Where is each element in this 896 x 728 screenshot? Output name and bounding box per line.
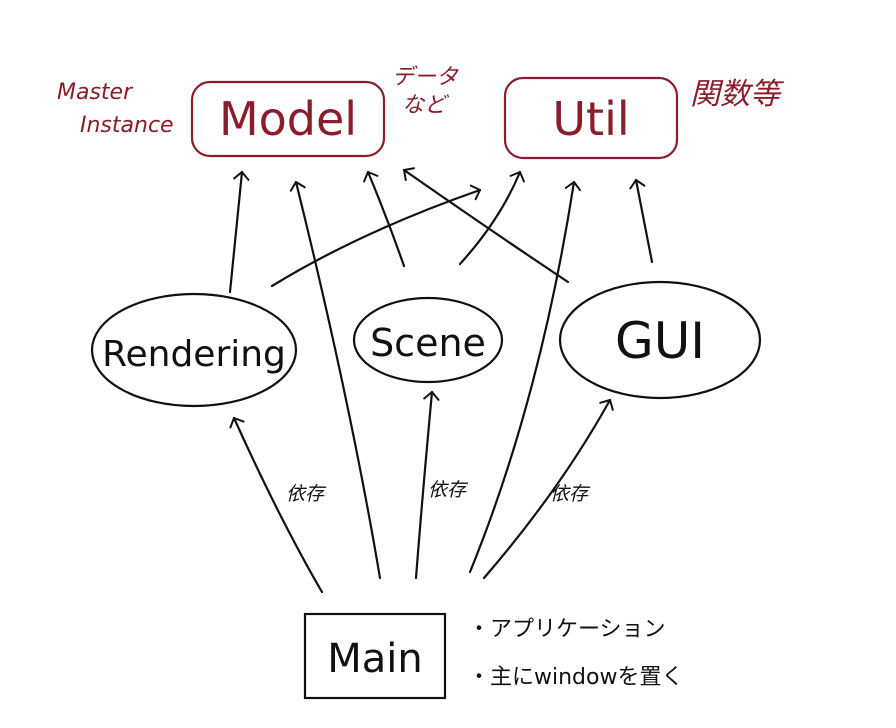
main-note-application: ・アプリケーション (468, 617, 666, 642)
model-node: Model (190, 80, 386, 158)
util-box (503, 76, 679, 160)
main-label: Main (327, 636, 423, 682)
arrows-upper (228, 167, 654, 294)
data-annotation-line1: データ (392, 65, 459, 90)
edge-label-middle: 依存 (428, 479, 469, 501)
arrow-rendering-to-util (270, 184, 482, 288)
gui-node: GUI (558, 280, 762, 400)
arrow-rendering-to-model (228, 170, 250, 294)
scene-node: Scene (352, 296, 504, 384)
main-node: Main (303, 612, 447, 700)
arrow-main-to-util (468, 180, 581, 574)
main-box (303, 612, 447, 700)
edge-label-left: 依存 (286, 483, 327, 505)
arrow-main-to-model (289, 180, 382, 580)
rendering-node: Rendering (90, 292, 298, 408)
gui-label: GUI (615, 312, 705, 370)
arrow-gui-to-util (629, 178, 654, 264)
rendering-ellipse (90, 292, 298, 408)
model-label: Model (219, 92, 357, 146)
master-annotation: Master (57, 80, 134, 105)
arrow-main-to-gui (482, 398, 614, 580)
rendering-label: Rendering (102, 334, 286, 375)
util-annotation: 関数等 (690, 77, 785, 112)
scene-label: Scene (370, 321, 486, 365)
util-node: Util (503, 76, 679, 160)
instance-annotation: Instance (80, 113, 174, 138)
edge-label-right: 依存 (550, 483, 591, 505)
arrows-lower (229, 180, 614, 594)
arrow-scene-to-model (363, 170, 406, 268)
util-label: Util (552, 92, 629, 146)
arrow-scene-to-util (458, 170, 525, 266)
arrow-main-to-rendering (229, 416, 324, 594)
data-annotation-line2: など (402, 93, 450, 118)
arrow-main-to-scene (414, 390, 440, 580)
model-box (190, 80, 386, 158)
gui-ellipse (558, 280, 762, 400)
main-note-window: ・主にwindowを置く (468, 665, 683, 690)
scene-ellipse (352, 296, 504, 384)
arrow-gui-to-model (402, 167, 570, 284)
